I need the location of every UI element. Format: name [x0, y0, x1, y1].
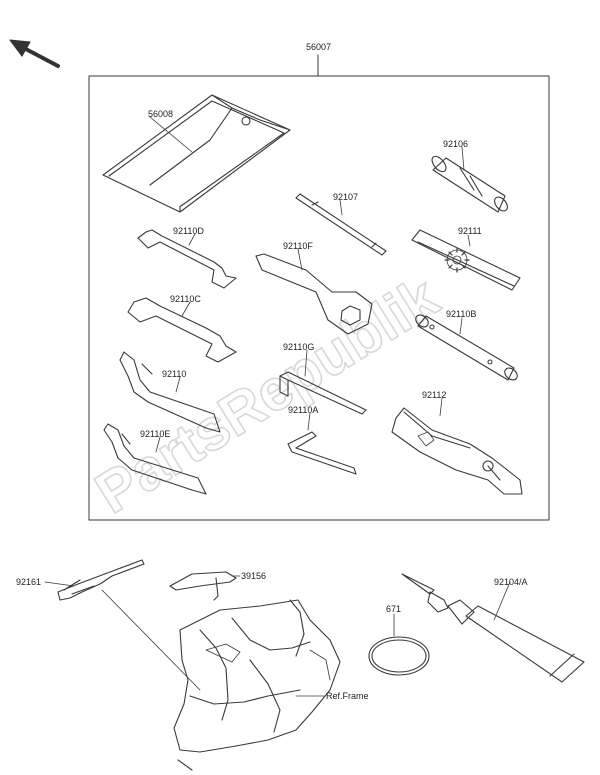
leader-92106 [461, 146, 465, 171]
pliers[interactable] [391, 407, 523, 495]
screwdriver[interactable] [295, 193, 387, 256]
o-ring[interactable] [368, 636, 430, 676]
label-671: 671 [386, 604, 402, 614]
open-end-wrench-c[interactable] [127, 297, 237, 363]
label-92106: 92106 [443, 139, 469, 149]
frame-reference[interactable] [173, 599, 341, 771]
ring-spanner[interactable] [255, 253, 373, 335]
bag-leader [149, 116, 193, 153]
label-39156: 39156 [241, 571, 267, 581]
leader-92111 [467, 234, 471, 247]
leader-92110a [307, 412, 311, 431]
leader-92110 [175, 376, 181, 393]
hook-wrench-e[interactable] [103, 423, 207, 495]
kit-frame [88, 75, 550, 521]
label-92112: 92112 [422, 390, 447, 400]
leader-92104a [493, 581, 511, 621]
leader-92110c [181, 301, 191, 317]
leader-92110d [188, 233, 196, 246]
label-92110d: 92110D [173, 226, 204, 236]
leader-92107 [339, 199, 343, 216]
label-92110e: 92110E [140, 429, 171, 439]
label-56008: 56008 [148, 109, 174, 119]
cap[interactable] [169, 571, 237, 601]
leader-92110e [155, 436, 161, 453]
hex-key-a[interactable] [287, 431, 357, 475]
file-tool[interactable] [411, 229, 521, 291]
label-92110c: 92110C [170, 294, 201, 304]
leader-92161 [44, 581, 75, 587]
label-ref-frame: Ref.Frame [326, 691, 369, 701]
label-92161: 92161 [16, 577, 42, 587]
hex-key-g[interactable] [279, 371, 367, 415]
label-92110g: 92110G [283, 342, 315, 352]
spark-plug-socket[interactable] [429, 154, 510, 213]
hook-wrench[interactable] [119, 351, 221, 433]
tool-bag[interactable] [102, 94, 291, 213]
orientation-arrow-icon [9, 39, 60, 68]
leader-92110g [304, 349, 308, 377]
label-92110a: 92110A [288, 405, 319, 415]
spark-plug-wrench[interactable] [413, 313, 519, 383]
label-92107: 92107 [333, 192, 359, 202]
watermark: PartsRepublik [84, 264, 450, 526]
leader-92110f [297, 248, 303, 271]
file-gear-icon [444, 247, 470, 273]
grease-tube[interactable] [401, 573, 585, 683]
label-92110: 92110 [162, 369, 187, 379]
label-92110b: 92110B [446, 309, 477, 319]
label-92110f: 92110F [283, 241, 313, 251]
clip[interactable] [57, 559, 145, 601]
open-end-wrench-d[interactable] [137, 229, 237, 289]
label-92104a: 92104/A [494, 577, 528, 587]
label-56007: 56007 [306, 42, 332, 52]
leader-92161-frame [101, 589, 201, 691]
leader-92112 [439, 397, 443, 417]
leader-92110b [459, 317, 463, 335]
label-92111: 92111 [458, 226, 482, 236]
